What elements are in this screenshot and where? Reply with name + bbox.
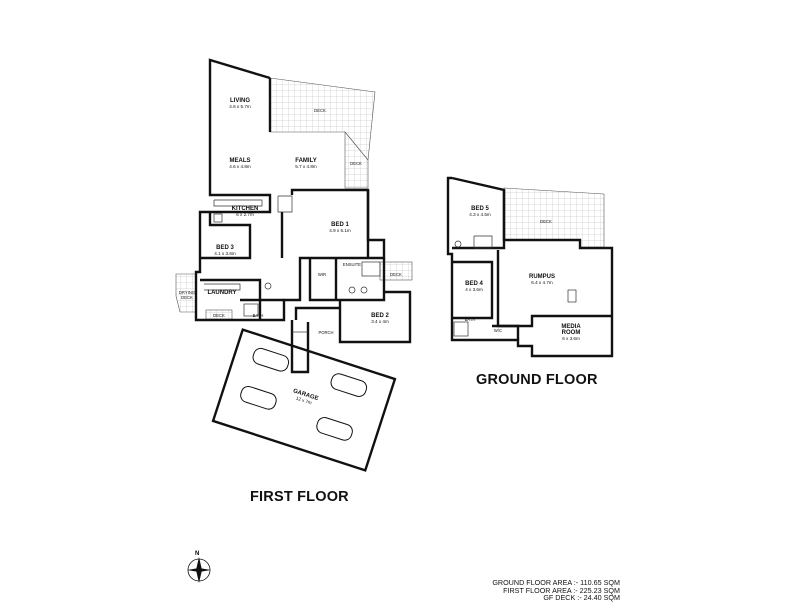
ground-stairs bbox=[473, 235, 493, 249]
bed3-dim: 4.1 x 3.6m bbox=[214, 251, 236, 256]
porch-label: PORCH bbox=[318, 330, 333, 335]
north-arrow-icon bbox=[187, 557, 211, 583]
bath-ground-label: BATH bbox=[465, 317, 476, 322]
rumpus-dim: 6.4 x 4.7m bbox=[531, 280, 553, 285]
media-label-2: ROOM bbox=[562, 330, 581, 336]
car-3 bbox=[240, 385, 277, 410]
area-gf-deck: GF DECK :- 24.40 SQM bbox=[543, 593, 620, 602]
deck-bed1-label: DECK bbox=[390, 272, 402, 277]
drying-deck-label: DRYING bbox=[179, 290, 195, 295]
ensuite-basin-b bbox=[360, 286, 368, 294]
ground-toilet bbox=[454, 240, 462, 248]
bed1-label: BED 1 bbox=[331, 222, 349, 228]
bath-first-label: BATH bbox=[253, 313, 264, 318]
family-dim: 5.7 x 4.8m bbox=[295, 164, 317, 169]
garage: GARAGE 12 x 7m bbox=[211, 328, 397, 472]
bed1-dim: 4.9 x 5.1m bbox=[329, 228, 351, 233]
meals-dim: 4.6 x 4.8m bbox=[229, 164, 251, 169]
kitchen-label: KITCHEN bbox=[232, 206, 259, 212]
deck-laundry-label: DECK bbox=[213, 313, 225, 318]
wir-wall bbox=[308, 258, 386, 302]
drying-deck-area bbox=[175, 273, 197, 313]
car-2 bbox=[330, 373, 368, 397]
area-ground: GROUND FLOOR AREA :- 110.65 SQM bbox=[492, 578, 620, 587]
ensuite-label: ENSUITE bbox=[343, 262, 361, 267]
ground-floor-outer-wall bbox=[446, 176, 614, 358]
garage-dim: 12 x 7m bbox=[295, 396, 312, 406]
bed2-dim: 3.4 x 4m bbox=[371, 319, 389, 324]
car-4 bbox=[316, 417, 353, 441]
bed2-label: BED 2 bbox=[371, 313, 389, 319]
bed4-wall bbox=[452, 260, 494, 320]
ground-floor-title: GROUND FLOOR bbox=[476, 372, 598, 388]
deck-family-label: DECK bbox=[350, 161, 362, 166]
ground-bath-tub bbox=[453, 321, 469, 337]
living-label: LIVING bbox=[230, 98, 250, 104]
wc-label: W/C bbox=[494, 328, 502, 333]
deck-living-area bbox=[269, 77, 376, 161]
garage-wall bbox=[211, 328, 397, 472]
area-summary: GROUND FLOOR AREA :- 110.65 SQM FIRST FL… bbox=[440, 579, 620, 602]
laundry-label: LAUNDRY bbox=[207, 290, 236, 296]
media-dim: 6 x 3.6m bbox=[562, 336, 580, 341]
first-floor-plan: LIVING 4.6 x 5.7m DECK MEALS 4.6 x 4.8m … bbox=[175, 58, 413, 472]
bed5-label: BED 5 bbox=[471, 206, 489, 212]
living-dim: 4.6 x 5.7m bbox=[229, 104, 251, 109]
laundry-bench bbox=[204, 283, 241, 291]
wc-wall bbox=[492, 324, 520, 340]
family-label: FAMILY bbox=[295, 158, 316, 164]
kitchen-dim: 6 x 2.7m bbox=[236, 212, 254, 217]
ensuite-shower bbox=[361, 261, 381, 277]
kitchen-island bbox=[213, 213, 223, 223]
wir-label: WIR bbox=[318, 272, 326, 277]
rumpus-label: RUMPUS bbox=[529, 274, 555, 280]
first-floor-toilet bbox=[264, 282, 272, 290]
deck-ground-label: DECK bbox=[540, 219, 552, 224]
bed5-dim: 4.3 x 4.5m bbox=[469, 212, 491, 217]
meals-label: MEALS bbox=[230, 158, 251, 164]
first-floor-title: FIRST FLOOR bbox=[250, 489, 349, 505]
ensuite-basin-a bbox=[348, 286, 356, 294]
first-floor-bath-tub bbox=[243, 303, 259, 317]
laundry-wall bbox=[200, 278, 262, 320]
deck-family-area bbox=[344, 131, 369, 189]
bed2-wall bbox=[338, 290, 412, 344]
bed5-wall bbox=[452, 190, 506, 250]
first-floor-stairs bbox=[277, 195, 293, 213]
bed3-label: BED 3 bbox=[216, 245, 234, 251]
car-1 bbox=[252, 347, 290, 372]
area-first: FIRST FLOOR AREA :- 225.23 SQM bbox=[503, 585, 620, 595]
kitchen-bed-wall bbox=[200, 212, 252, 260]
rumpus-wall bbox=[496, 250, 612, 328]
ground-floor-plan: BED 5 4.3 x 4.5m DECK BED 4 4 x 3.6m RUM… bbox=[446, 176, 614, 358]
bed4-label: BED 4 bbox=[465, 281, 483, 287]
bed4-dim: 4 x 3.6m bbox=[465, 287, 483, 292]
garage-stair-wall bbox=[290, 320, 310, 374]
compass-north-label: N bbox=[195, 551, 200, 557]
drying-deck-label-2: DECK bbox=[181, 295, 193, 300]
deck-living-label: DECK bbox=[314, 108, 326, 113]
media-label: MEDIA bbox=[561, 324, 581, 330]
kitchen-bench bbox=[213, 199, 263, 207]
porch-wall bbox=[294, 306, 340, 320]
rumpus-bench bbox=[567, 289, 577, 303]
